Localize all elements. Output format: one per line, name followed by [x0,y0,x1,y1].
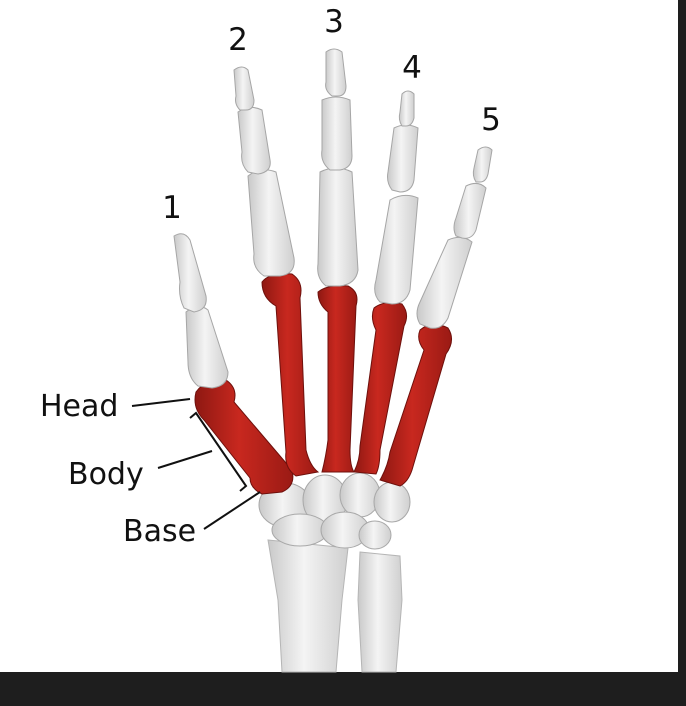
phalanges [173,48,493,389]
carpal-bone [373,481,411,523]
finger-3-proximal-phalanx [317,167,359,287]
metacarpal-2 [261,273,320,477]
carpal-bone [339,472,381,518]
bottom-bar [0,672,686,706]
finger-number-2: 2 [228,22,248,58]
finger-4-proximal-phalanx [374,194,419,305]
metacarpal-4 [353,302,408,475]
body-bracket [189,411,248,492]
metacarpal-5 [379,324,452,487]
base-label: Base [123,514,196,549]
ulna-bone [357,551,403,673]
finger-number-1: 1 [162,190,182,226]
finger-number-3: 3 [324,4,344,40]
head-label: Head [40,389,118,424]
finger-number-4: 4 [402,50,422,86]
finger-4-distal-phalanx [398,90,415,127]
metacarpal-3 [317,285,358,473]
forearm-bones [267,539,403,673]
body-leader-line [157,450,213,469]
head-leader-line [131,398,191,407]
finger-3-middle-phalanx [321,96,353,171]
finger-number-5: 5 [481,102,501,138]
base-leader-line [203,491,261,530]
carpal-bones [258,472,411,550]
body-label: Body [68,457,144,492]
carpal-bone [271,513,329,547]
finger-2-distal-phalanx [233,66,255,111]
thumb-distal-phalanx [173,233,207,313]
right-edge [678,0,686,672]
carpal-bone [358,520,392,550]
finger-5-middle-phalanx [453,182,487,239]
finger-5-distal-phalanx [472,146,493,183]
metacarpals [194,273,452,495]
finger-3-distal-phalanx [325,48,347,97]
